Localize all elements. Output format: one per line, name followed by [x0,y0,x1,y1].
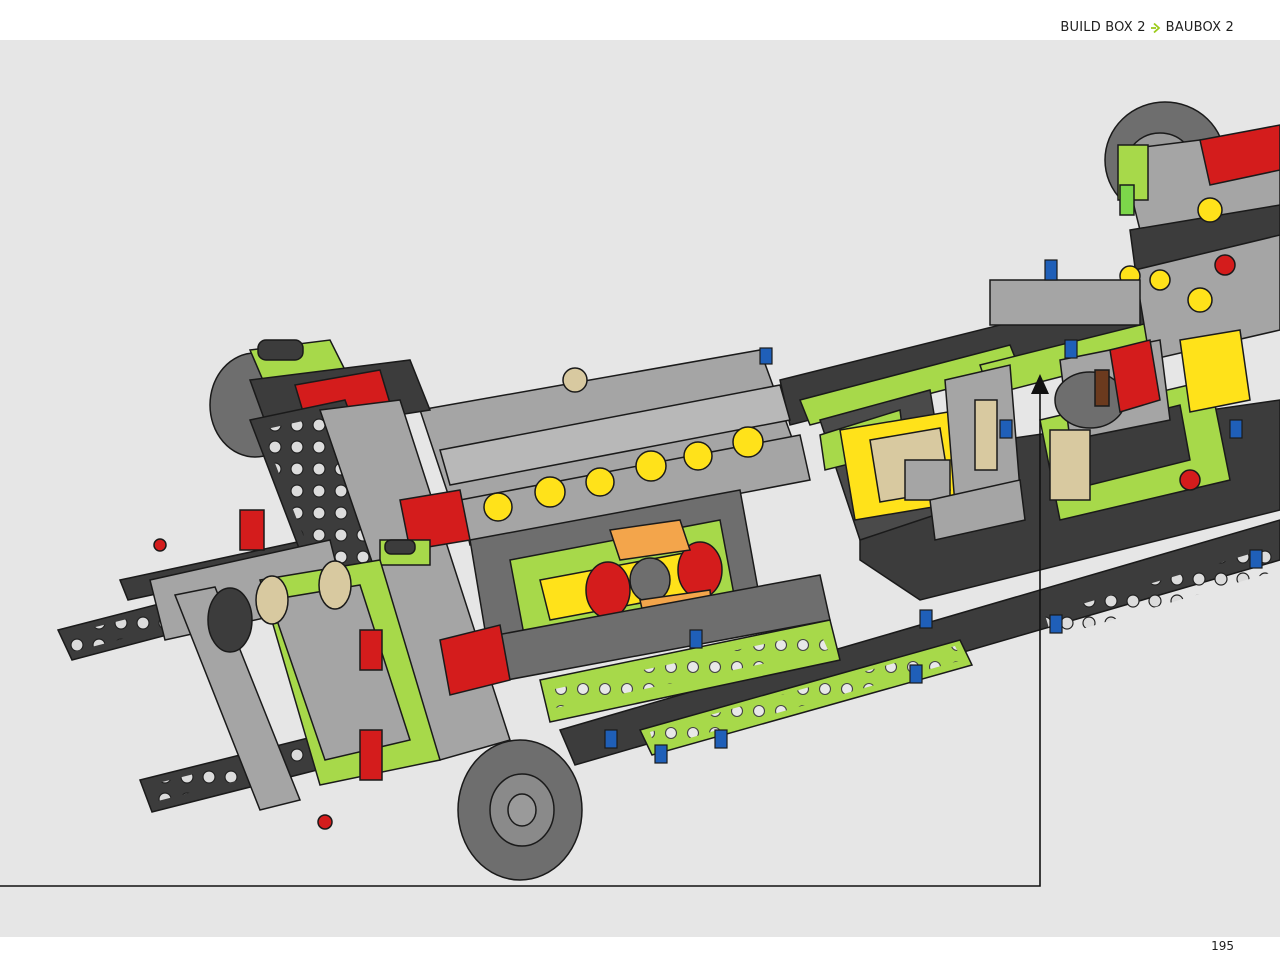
front-drivetrain [989,279,1251,501]
rear-brake-disc [457,739,583,881]
page-header: BUILD BOX 2 BAUBOX 2 [0,0,1280,40]
breadcrumb-build-box: BUILD BOX 2 [1060,20,1146,35]
side-rails [558,254,1280,766]
arrow-up-icon [1031,374,1049,394]
rear-suspension [149,339,511,830]
breadcrumb-baubox: BAUBOX 2 [1165,20,1234,35]
breadcrumb: BUILD BOX 2 BAUBOX 2 [1060,20,1234,35]
engine-cylinder-caps [483,426,764,522]
build-illustration [0,40,1280,937]
front-suspension [1104,101,1280,491]
chevron-right-icon [1150,22,1161,33]
blue-pins [604,259,1263,764]
gearbox [839,364,1026,541]
page-number: 195 [1211,939,1234,953]
callout-leader [0,374,1049,887]
chassis-model-drawing [0,101,1280,887]
